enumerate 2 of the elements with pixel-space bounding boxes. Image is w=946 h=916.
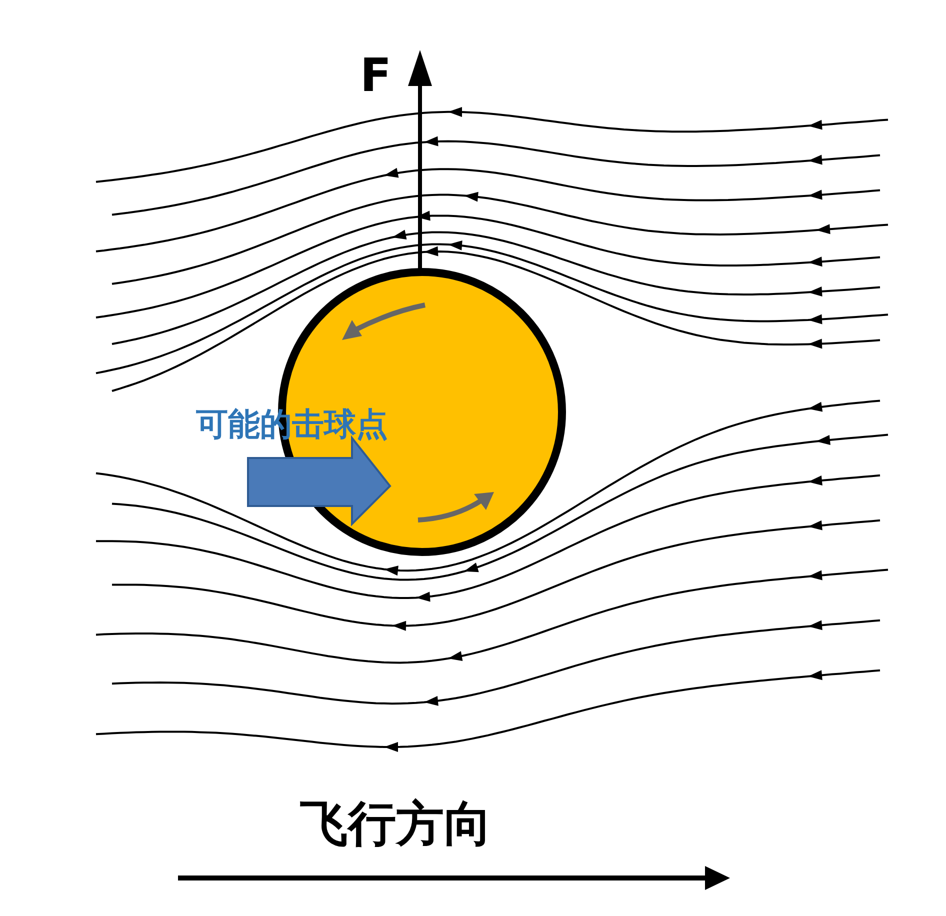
force-label: F: [360, 52, 392, 98]
flight-direction-label: 飞行方向: [300, 800, 492, 848]
